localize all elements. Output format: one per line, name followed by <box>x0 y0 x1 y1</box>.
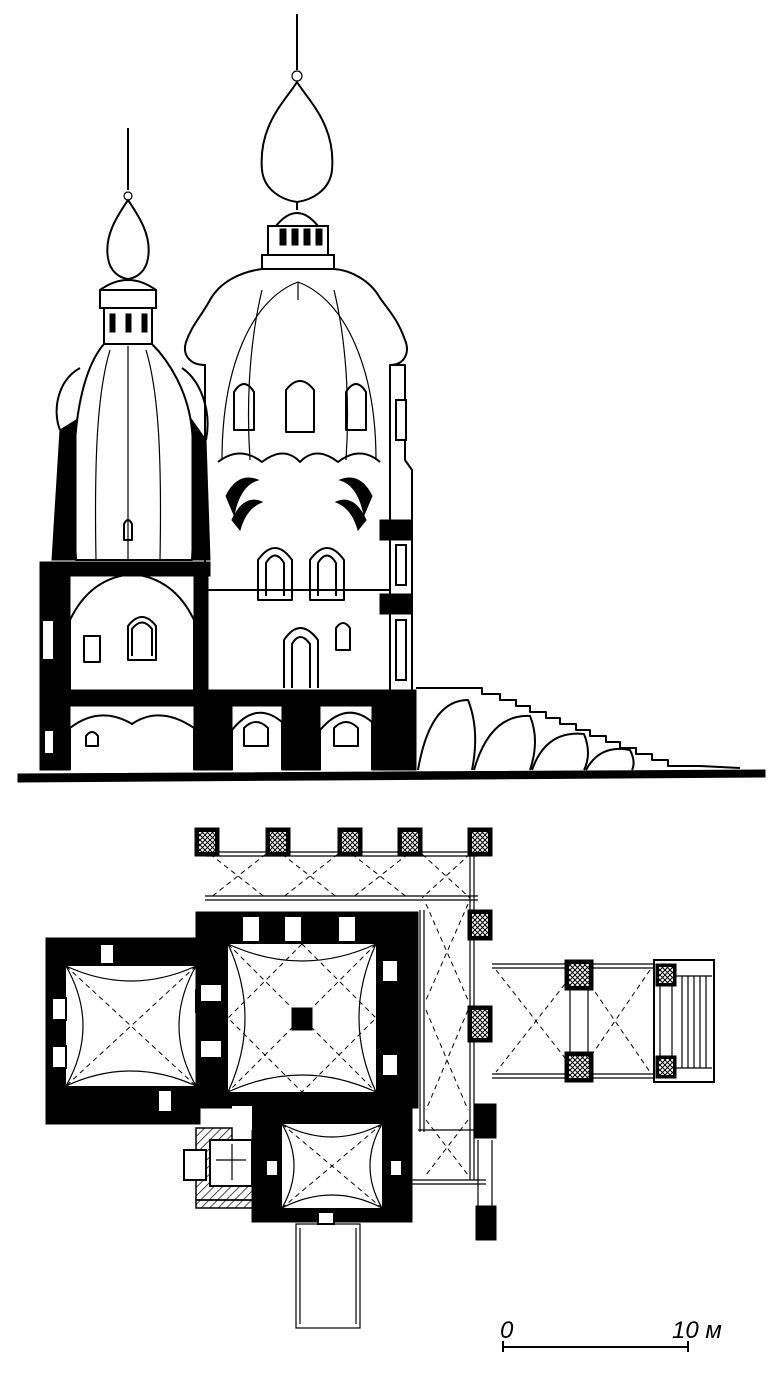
main-dome-spire <box>260 14 335 270</box>
ground-line <box>17 769 766 783</box>
scale-bar-start-label: 0 <box>500 1317 514 1344</box>
plan-east-approach <box>492 959 715 1083</box>
plan-central-nave <box>195 911 419 1109</box>
plan-south-steps <box>295 1223 361 1329</box>
section-elevation <box>17 14 766 783</box>
plan-west-chamber <box>45 937 211 1125</box>
plan-hatched-addition <box>183 1127 265 1209</box>
basement-level <box>39 689 417 771</box>
porch-staircase <box>416 687 741 771</box>
scale-bar-end-label: 10 м <box>672 1317 722 1344</box>
main-tower-right-cornices <box>379 364 413 690</box>
scale-bar: 0 10 м <box>500 1317 722 1352</box>
left-dome <box>51 128 211 561</box>
main-dome <box>184 268 408 690</box>
plan-gallery <box>194 827 497 1241</box>
left-nave <box>39 561 211 691</box>
plan-south-chamber <box>232 1095 413 1225</box>
floor-plan <box>45 827 715 1329</box>
